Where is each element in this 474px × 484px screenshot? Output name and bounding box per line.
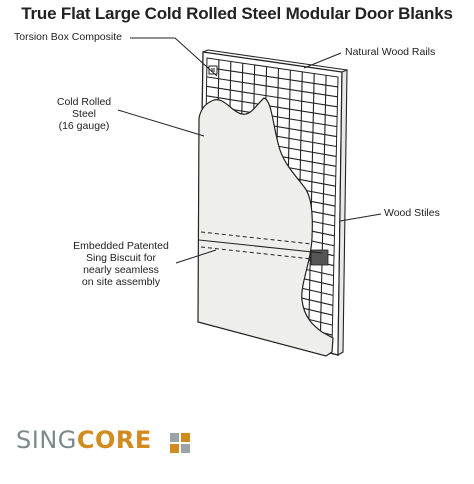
label-embedded-biscuit: Embedded Patented Sing Biscuit for nearl… <box>73 240 169 288</box>
grid-line <box>206 85 338 108</box>
label-cold-rolled-steel: Cold Rolled Steel (16 gauge) <box>56 96 112 132</box>
sing-biscuit <box>310 249 329 266</box>
leader-lines <box>117 37 382 264</box>
grid-line <box>319 75 327 343</box>
grid-line <box>206 95 338 118</box>
grid-line <box>206 76 338 98</box>
biscuit-dashed-lines <box>200 231 313 260</box>
diagram-title: True Flat Large Cold Rolled Steel Modula… <box>21 4 453 23</box>
cold-rolled-steel-skin <box>197 97 334 357</box>
label-torsion-box: Torsion Box Composite <box>14 31 122 43</box>
label-wood-stiles: Wood Stiles <box>384 207 440 219</box>
singcore-logo-mark-icon <box>170 433 190 453</box>
singcore-logo: SINGCORE <box>16 426 152 454</box>
grid-line <box>206 66 338 88</box>
label-natural-wood-rails: Natural Wood Rails <box>345 46 436 58</box>
